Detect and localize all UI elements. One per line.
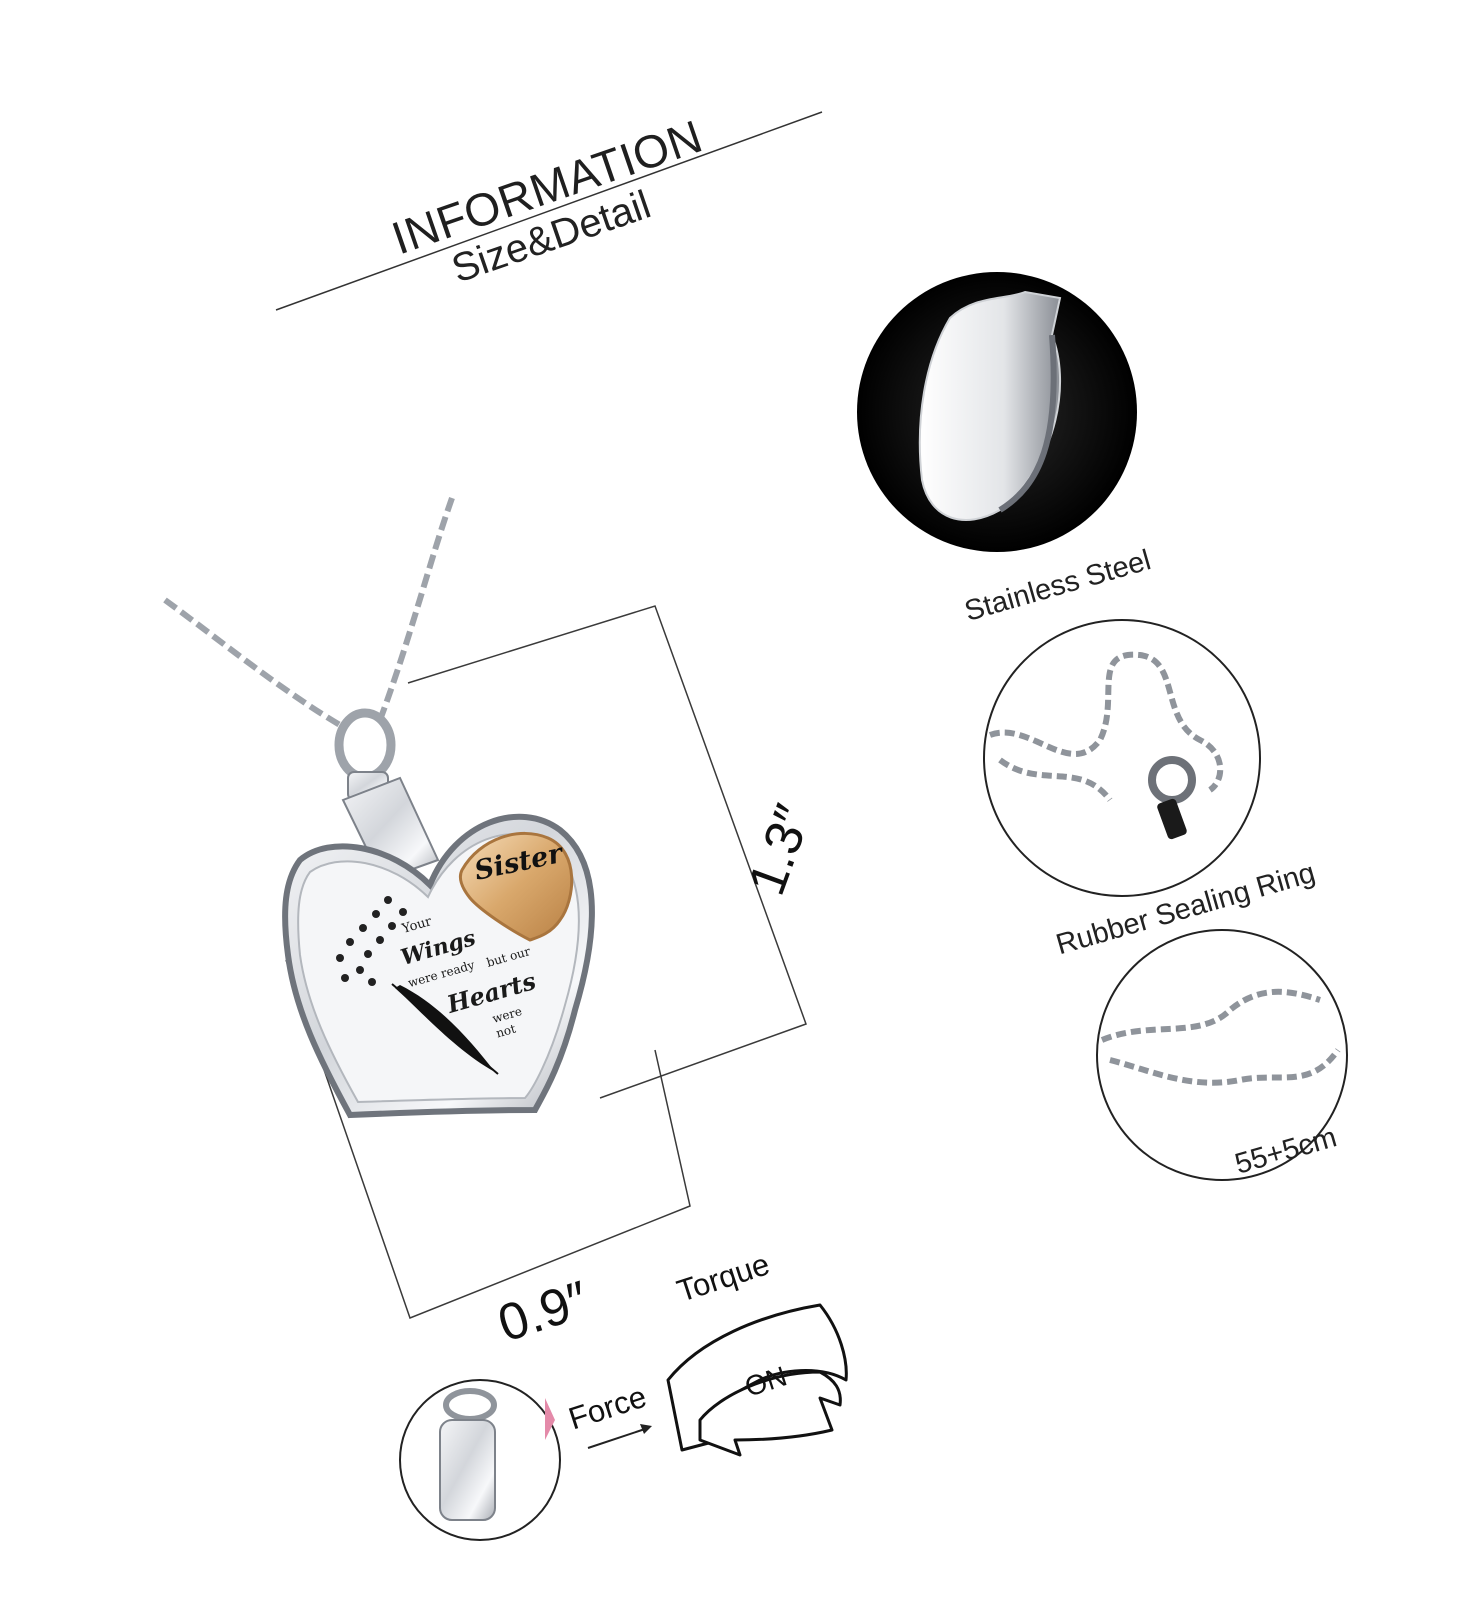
dimension-frame — [285, 605, 807, 1319]
opening-photo — [399, 1379, 561, 1541]
pendant-bail — [334, 708, 440, 882]
torque-icon — [666, 1303, 848, 1457]
chain-photo — [1096, 929, 1348, 1181]
stainless-steel-photo — [857, 272, 1137, 552]
header-divider — [275, 111, 823, 311]
pendant-chain — [163, 496, 455, 731]
gold-heart — [458, 831, 574, 942]
heart-pendant — [282, 813, 595, 1119]
force-arrow — [587, 1424, 652, 1449]
paw-prints — [336, 896, 407, 986]
rubber-ring-photo — [983, 619, 1261, 897]
